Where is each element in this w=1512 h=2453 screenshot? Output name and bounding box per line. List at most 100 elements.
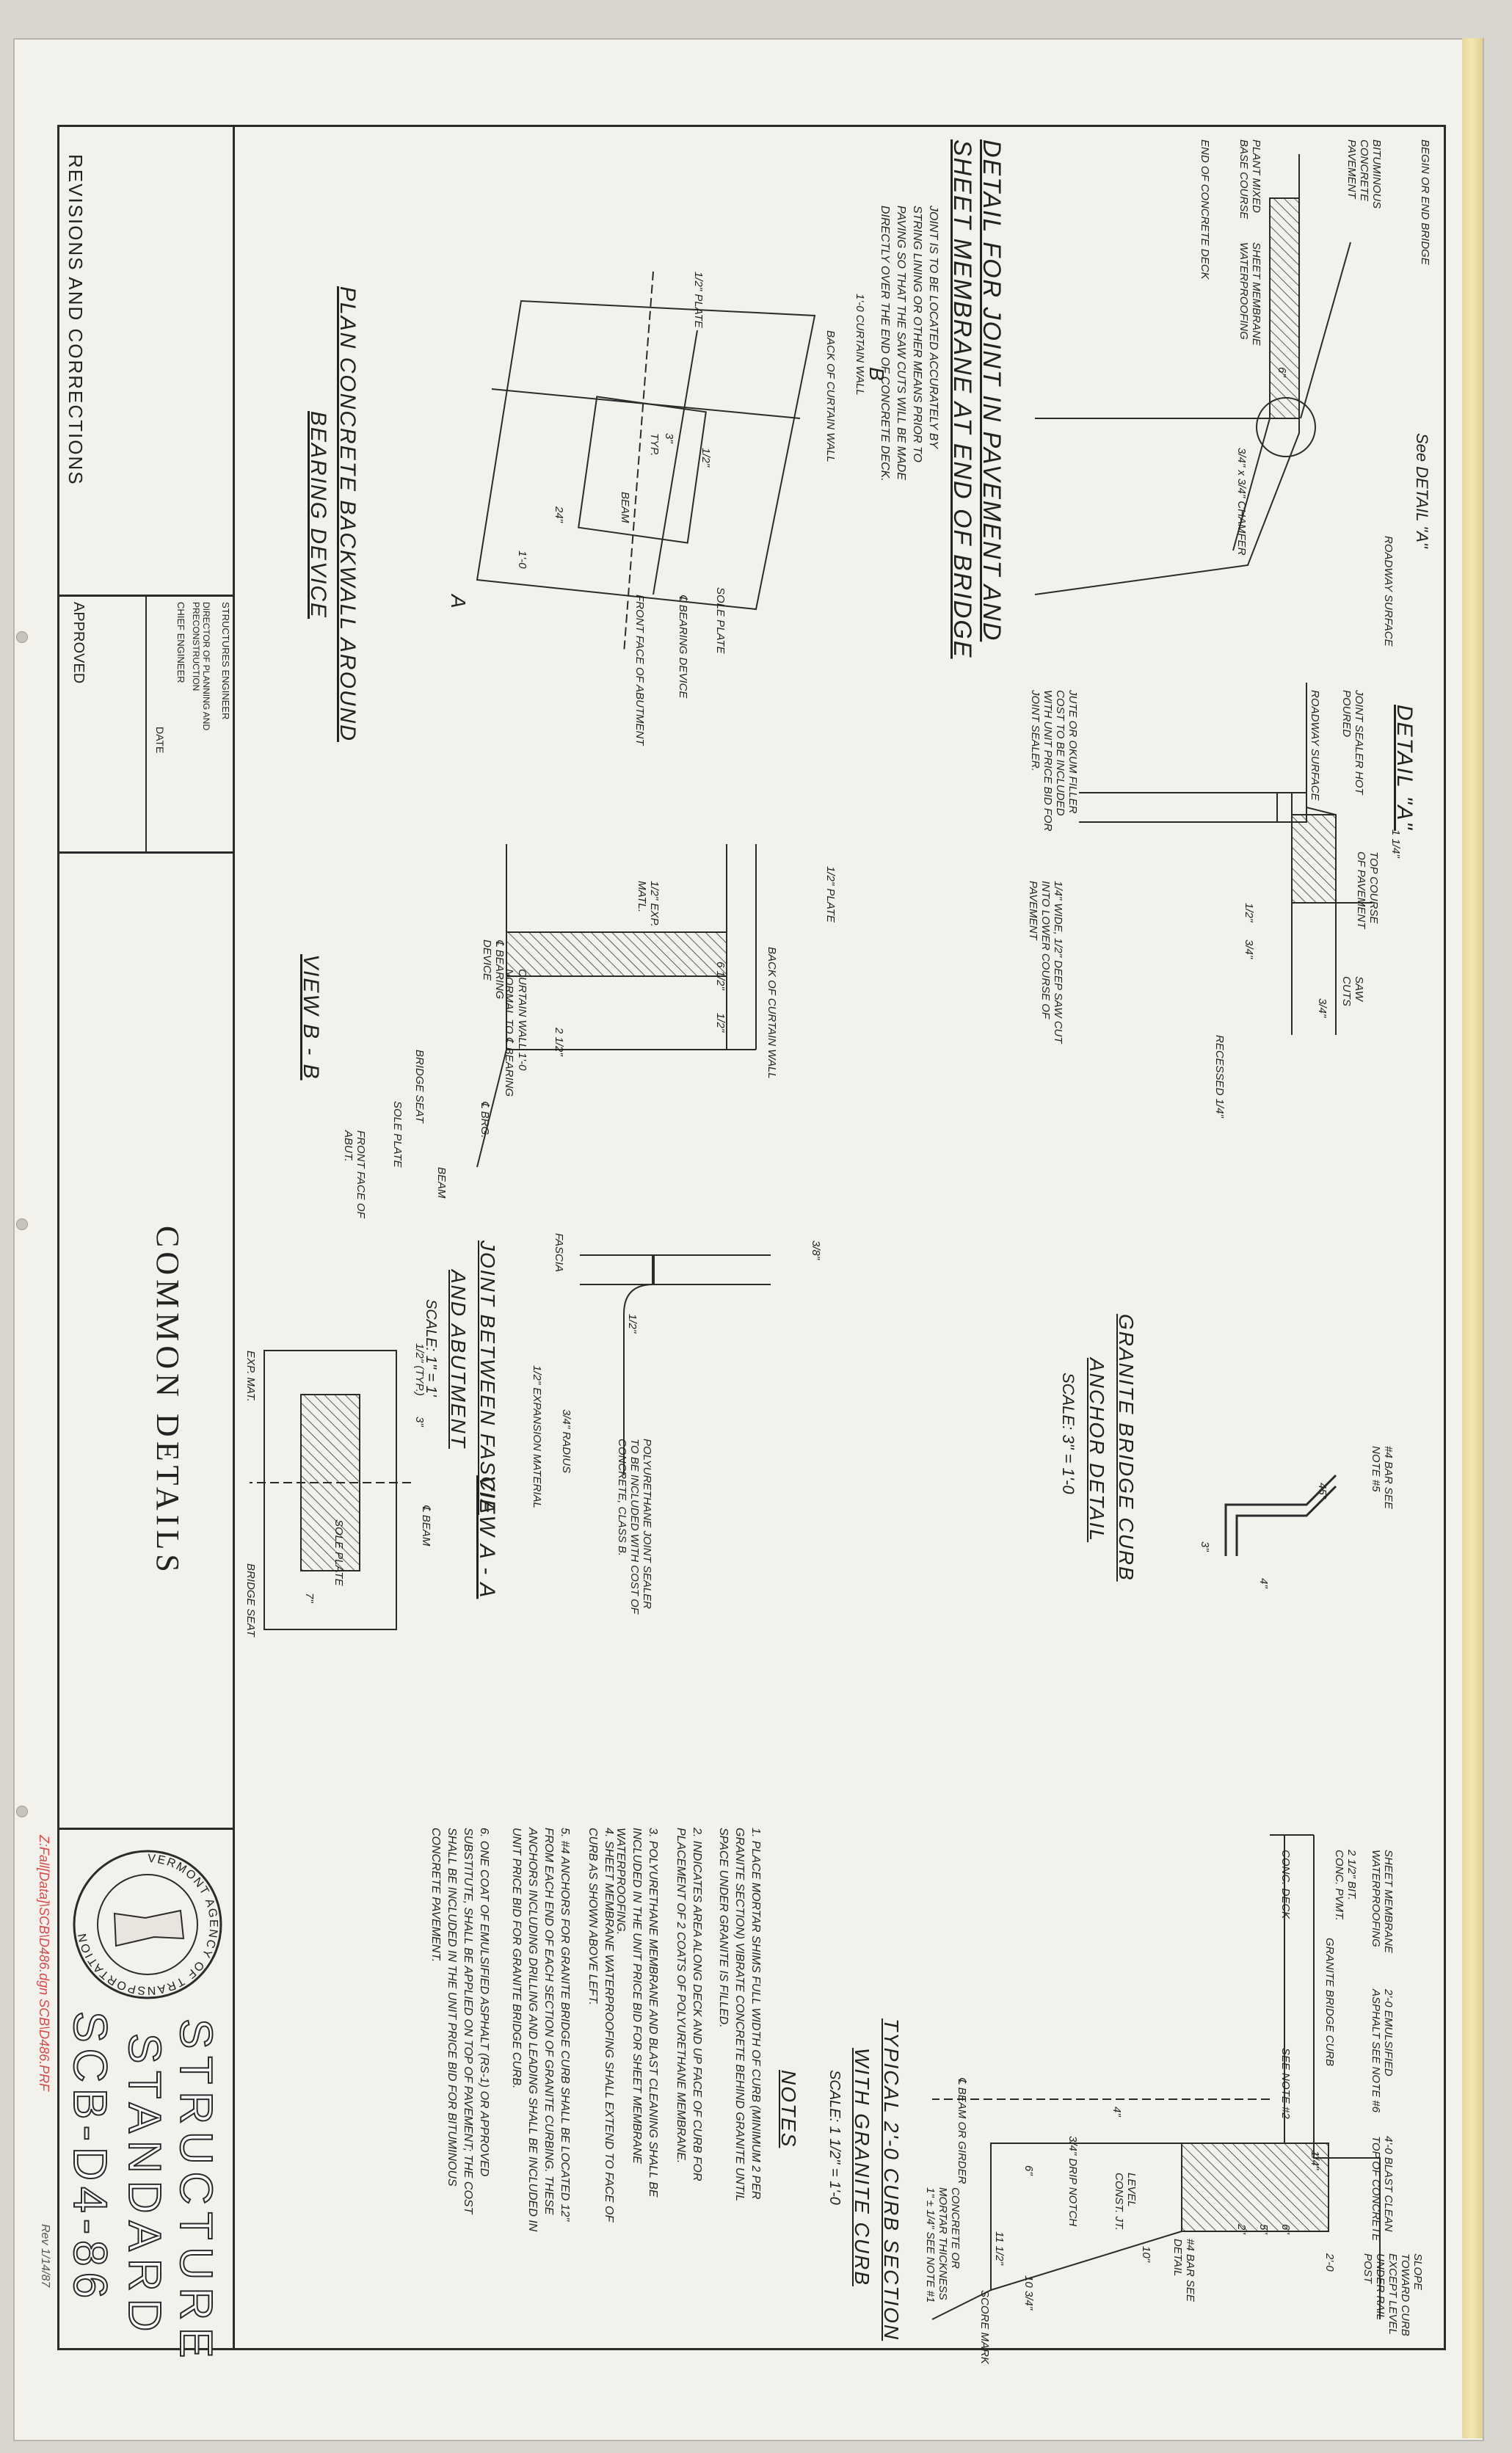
tape-strip bbox=[1462, 38, 1483, 2438]
curb-title-1: TYPICAL 2'-0 CURB SECTION bbox=[880, 2018, 903, 2341]
approved-label: APPROVED bbox=[70, 602, 87, 684]
aa-half-typ-label: 1/2" (TYP.) bbox=[413, 1343, 426, 1396]
base-course-label: PLANT MIXED BASE COURSE bbox=[1237, 139, 1262, 219]
sheet-title: COMMON DETAILS bbox=[150, 1226, 186, 1577]
dim-1-2-a: 1/2" bbox=[1243, 903, 1255, 923]
section-a-marker: A bbox=[447, 595, 470, 608]
sheet-membrane-label: SHEET MEMBRANE WATERPROOFING bbox=[1237, 242, 1262, 346]
curb-section-drawing bbox=[932, 1835, 1402, 2319]
bb-sole-plate-label: SOLE PLATE bbox=[391, 1101, 404, 1168]
revision-date-note: Rev 1/14/87 bbox=[39, 2224, 51, 2288]
beam-girder-label: ℄ BEAM OR GIRDER bbox=[956, 2077, 968, 2184]
beam-label: BEAM bbox=[619, 492, 631, 523]
view-bb-drawing bbox=[448, 829, 800, 1167]
drip-notch-label: 3/4" DRIP NOTCH bbox=[1066, 2136, 1079, 2227]
bituminous-label: BITUMINOUS CONCRETE PAVEMENT bbox=[1345, 139, 1383, 209]
dim-1-2-p: 1/2" bbox=[699, 448, 712, 468]
bb-cl-brg-label: ℄ BRG. bbox=[479, 1101, 491, 1138]
note-5: 5. #4 ANCHORS FOR GRANITE BRIDGE CURB SH… bbox=[510, 1828, 571, 2232]
title-block-divider bbox=[233, 125, 235, 2349]
begin-end-bridge-label: BEGIN OR END BRIDGE bbox=[1419, 139, 1431, 265]
see-note-2-label: SEE NOTE #2 bbox=[1279, 2048, 1292, 2119]
rotated-drawing: REVISIONS AND CORRECTIONS APPROVED DATE … bbox=[37, 125, 1446, 2366]
fascia-dim-3-8: 3/8" bbox=[810, 1240, 822, 1260]
top-course-label: TOP COURSE OF PAVEMENT bbox=[1355, 851, 1380, 929]
pavement-joint-note-2: STRING LINING OR OTHER MEANS PRIOR TO bbox=[911, 206, 923, 462]
anchor-3-label: 3" bbox=[1199, 1541, 1211, 1552]
granite-title-2: ANCHOR DETAIL bbox=[1086, 1358, 1108, 1543]
roadway-surface-label: ROADWAY SURFACE bbox=[1382, 536, 1395, 647]
bb-front-face-label: FRONT FACE OF ABUT. bbox=[342, 1130, 367, 1218]
curb-membrane-label: SHEET MEMBRANE WATERPROOFING bbox=[1370, 1850, 1395, 1953]
curb-dim-10: 10" bbox=[1140, 2246, 1152, 2263]
curb-dim-2: 2" bbox=[1235, 2224, 1248, 2234]
aa-sole-plate-label: SOLE PLATE bbox=[332, 1519, 345, 1586]
fascia-dim-1-2: 1/2" bbox=[626, 1314, 639, 1334]
fascia-radius-label: 3/4" RADIUS bbox=[560, 1409, 573, 1474]
granite-anchor-drawing bbox=[1196, 1446, 1358, 1607]
pavement-joint-drawing bbox=[1035, 154, 1417, 595]
recessed-label: RECESSED 1/4" bbox=[1213, 1035, 1226, 1118]
pavement-joint-note-1: JOINT IS TO BE LOCATED ACCURATELY BY bbox=[927, 206, 939, 449]
see-detail-a-label: See DETAIL "A" bbox=[1413, 433, 1431, 548]
pavement-joint-note-3: PAVING SO THAT THE SAW CUTS WILL BE MADE bbox=[895, 206, 907, 480]
bb-dim-6-1-2: 6 1/2" bbox=[714, 962, 727, 990]
aa-dim-7: 7" bbox=[303, 1593, 316, 1603]
anchor-45-label: 45° bbox=[1316, 1483, 1329, 1500]
granite-scale: SCALE: 3" = 1'-0 bbox=[1059, 1373, 1077, 1494]
bb-dim-2-1-2: 2 1/2" bbox=[553, 1028, 565, 1056]
curb-bar-label: #4 BAR SEE DETAIL bbox=[1171, 2239, 1196, 2302]
curb-dim-5: 5" bbox=[1257, 2224, 1270, 2234]
view-aa-title: VIEW A - A bbox=[475, 1475, 499, 1599]
end-of-deck-label: END OF CONCRETE DECK bbox=[1199, 139, 1211, 280]
saw-cut-label: 1/4" WIDE, 1/2" DEEP SAW CUT INTO LOWER … bbox=[1027, 881, 1064, 1044]
bit-conc-label: 2 1/2" BIT. CONC. PVMT. bbox=[1333, 1850, 1358, 1921]
aa-exp-mat-label: EXP. MAT. bbox=[244, 1351, 257, 1402]
curb-dim-6a: 6" bbox=[1279, 2224, 1292, 2234]
bb-half-plate-label: 1/2" PLATE bbox=[824, 866, 837, 923]
sole-plate-label: SOLE PLATE bbox=[714, 587, 727, 654]
curb-dim-1-4: 1/4" bbox=[1309, 2151, 1321, 2170]
bb-exp-matl-label: 1/2" EXP. MATL. bbox=[636, 881, 661, 927]
granite-curb-label: GRANITE BRIDGE CURB bbox=[1323, 1938, 1336, 2067]
pavement-joint-note-4: DIRECTLY OVER THE END OF CONCRETE DECK. bbox=[879, 206, 891, 481]
cl-bearing-label: ℄ BEARING DEVICE bbox=[677, 595, 689, 699]
date-label: DATE bbox=[154, 727, 166, 754]
aa-dim-3: 3" bbox=[413, 1417, 426, 1427]
bb-curtain-wall-label: CURTAIN WALL 1'-0 NORMAL TO ℄ BEARING bbox=[503, 969, 528, 1097]
concrete-mortar-label: CONCRETE OR MORTAR THICKNESS 1" ± 1/4" S… bbox=[924, 2187, 962, 2303]
title-block-divider bbox=[145, 595, 147, 851]
granite-title-1: GRANITE BRIDGE CURB bbox=[1115, 1314, 1138, 1582]
bb-bridge-seat-label: BRIDGE SEAT bbox=[413, 1050, 426, 1123]
curb-dim-10-3-4: 10 3/4" bbox=[1022, 2275, 1035, 2311]
polyurethane-sealer-label: POLYURETHANE JOINT SEALER TO BE INCLUDED… bbox=[616, 1439, 653, 1614]
blast-clean-label: 4'-0 BLAST CLEAN TOP OF CONCRETE bbox=[1370, 2136, 1395, 2242]
curb-dim-11-1-2: 11 1/2" bbox=[993, 2231, 1006, 2265]
detail-a-roadway-label: ROADWAY SURFACE bbox=[1309, 690, 1321, 801]
section-b-marker: B bbox=[865, 367, 888, 381]
note-3: 3. POLYURETHANE MEMBRANE AND BLAST CLEAN… bbox=[614, 1828, 659, 2198]
conc-deck-label: CONC. DECK bbox=[1279, 1850, 1292, 1919]
title-block-divider bbox=[59, 595, 235, 597]
dim-24: 24" bbox=[553, 506, 565, 523]
chief-engineer-label: CHIEF ENGINEER bbox=[175, 602, 186, 683]
director-label: DIRECTOR OF PLANNING AND PRECONSTRUCTION bbox=[191, 602, 211, 731]
saw-cuts-label: SAW CUTS bbox=[1340, 976, 1365, 1006]
agency-seal: VERMONT AGENCY OF TRANSPORTATION bbox=[68, 1846, 226, 2004]
bb-back-curtain-label: BACK OF CURTAIN WALL bbox=[766, 947, 778, 1079]
note-4: 4. SHEET MEMBRANE WATERPROOFING SHALL EX… bbox=[586, 1828, 615, 2222]
fascia-label: FASCIA bbox=[553, 1233, 565, 1273]
detail-a-title: DETAIL "A" bbox=[1392, 705, 1417, 831]
dim-3-p: 3" bbox=[663, 433, 675, 443]
view-bb-title: VIEW B - B bbox=[299, 954, 323, 1080]
curb-dim-6b: 6" bbox=[1022, 2165, 1035, 2176]
anchor-4-label: 4" bbox=[1257, 1578, 1270, 1588]
revisions-label: REVISIONS AND CORRECTIONS bbox=[65, 154, 87, 486]
curb-dim-2-0: 2'-0 bbox=[1323, 2253, 1336, 2272]
chamfer-label: 3/4" x 3/4" CHAMFER bbox=[1235, 448, 1248, 556]
dim-3-4-a: 3/4" bbox=[1316, 998, 1329, 1018]
fascia-title-1: JOINT BETWEEN FASCIA bbox=[476, 1240, 499, 1515]
backwall-title-1: PLAN CONCRETE BACKWALL AROUND bbox=[335, 286, 360, 742]
aa-cl-beam-label: ℄ BEAM bbox=[420, 1505, 432, 1547]
anchor-bar-label: #4 BAR SEE NOTE #5 bbox=[1370, 1446, 1395, 1509]
